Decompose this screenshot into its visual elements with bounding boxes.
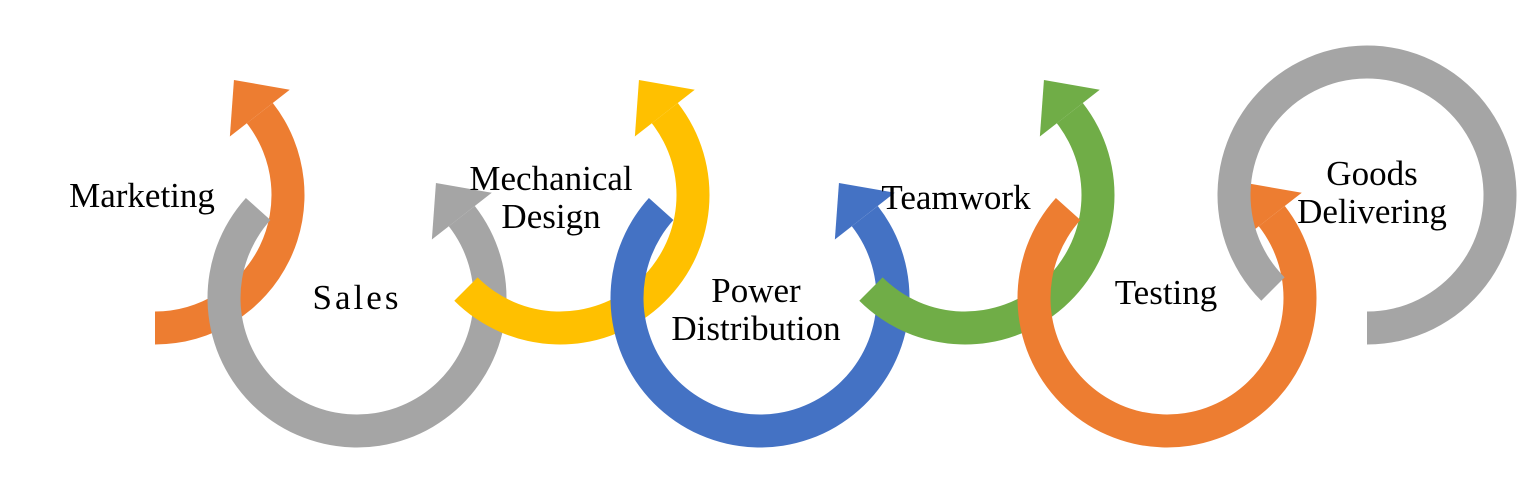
step-label-teamwork: Teamwork (881, 179, 1030, 217)
arrowhead-teamwork (1039, 80, 1100, 137)
distribution-text: Distribution (671, 309, 841, 348)
arc-marketing (155, 102, 305, 345)
sales-text: Sales (312, 278, 402, 317)
arc-power-distribution (610, 197, 910, 448)
goods-text: Goods (1326, 154, 1418, 193)
arc-sales (207, 197, 507, 448)
step-label-marketing: Marketing (69, 177, 215, 215)
delivering-text: Delivering (1297, 192, 1447, 231)
step-label-mechanical-design: Mechanical Design (469, 160, 632, 236)
mechanical-text: Mechanical (469, 159, 633, 198)
power-text: Power (711, 271, 801, 310)
step-arrow-testing (1017, 183, 1317, 448)
marketing-text: Marketing (69, 176, 215, 215)
step-label-power-distribution: Power Distribution (671, 272, 840, 348)
arrowhead-power-distribution (834, 183, 895, 240)
arrowhead-marketing (229, 80, 290, 137)
step-label-testing: Testing (1115, 274, 1218, 312)
step-arrow-power-distribution (610, 183, 910, 448)
teamwork-text: Teamwork (881, 178, 1031, 217)
step-label-sales: Sales (313, 279, 402, 317)
testing-text: Testing (1114, 273, 1218, 312)
step-arrow-marketing (155, 80, 305, 345)
arrowhead-sales (431, 183, 492, 240)
step-arrow-mechanical-design (454, 80, 710, 345)
arrowhead-mechanical-design (634, 80, 695, 137)
step-label-goods-delivering: Goods Delivering (1297, 155, 1447, 231)
arrowhead-testing (1241, 183, 1302, 240)
arc-mechanical-design (454, 102, 710, 345)
arc-testing (1017, 197, 1317, 448)
step-arrow-sales (207, 183, 507, 448)
design-text: Design (501, 197, 601, 236)
